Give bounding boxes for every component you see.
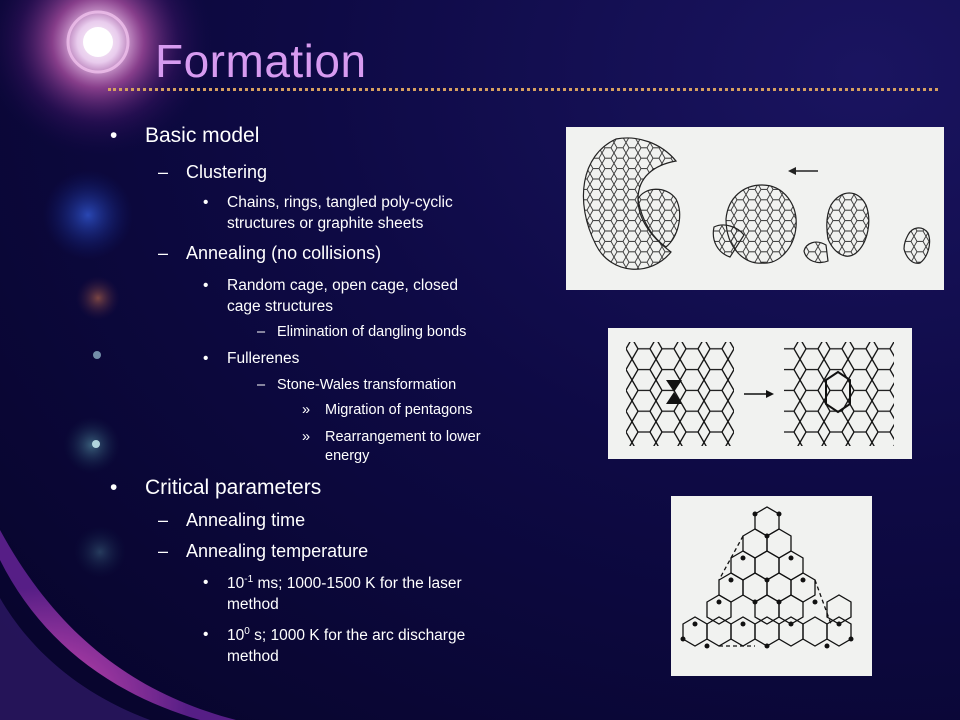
bullet-marker: •	[203, 350, 209, 367]
dash-marker: –	[158, 243, 169, 263]
outline-rearrangement-line2: energy	[325, 448, 370, 464]
outline-clustering: Clustering	[186, 162, 268, 182]
outline-chains-line1: Chains, rings, tangled poly-cyclic	[227, 194, 453, 211]
outline-migration: Migration of pentagons	[325, 402, 473, 418]
outline-random-cage-line1: Random cage, open cage, closed	[227, 277, 458, 294]
hexagon-network-transformation-icon	[626, 342, 894, 446]
outline-annealing-temperature: Annealing temperature	[186, 541, 369, 561]
dash-marker: –	[158, 541, 169, 561]
bullet-marker: •	[110, 124, 118, 147]
dash-marker: –	[257, 377, 266, 393]
slide-title: Formation	[155, 35, 367, 87]
outline-basic-model: Basic model	[145, 124, 260, 147]
fullerene-cage-sequence-icon	[582, 137, 931, 270]
outline-fullerenes: Fullerenes	[227, 350, 300, 367]
laser-rest: ms; 1000-1500 K for the laser	[253, 575, 462, 593]
bullet-marker: •	[203, 277, 209, 294]
outline-random-cage-line2: cage structures	[227, 298, 333, 315]
guillemet-marker: »	[302, 429, 311, 445]
bullet-marker: •	[203, 626, 209, 643]
dash-marker: –	[257, 324, 266, 340]
arc-exponent: 0	[244, 626, 250, 637]
outline-stone-wales: Stone-Wales transformation	[277, 377, 457, 393]
bullet-marker: •	[203, 194, 209, 211]
outline-rearrangement-line1: Rearrangement to lower	[325, 429, 481, 445]
outline-dangling-bonds: Elimination of dangling bonds	[277, 324, 467, 340]
laser-base: 10	[227, 575, 245, 593]
guillemet-marker: »	[302, 402, 311, 418]
dash-marker: –	[158, 510, 169, 530]
outline-annealing: Annealing (no collisions)	[186, 243, 382, 263]
outline-annealing-time: Annealing time	[186, 510, 306, 530]
outline-arc-line1: 100 s; 1000 K for the arc discharge	[227, 626, 465, 645]
arc-rest: s; 1000 K for the arc discharge	[249, 627, 466, 645]
outline-arc-line2: method	[227, 648, 279, 665]
dash-marker: –	[158, 162, 169, 182]
figure-stone-wales	[608, 328, 912, 459]
bullet-marker: •	[110, 476, 118, 499]
outline-laser-line2: method	[227, 596, 279, 613]
figure-graphite-fragment	[671, 496, 872, 676]
figure-cage-closing	[566, 127, 944, 290]
outline-laser-line1: 10-1 ms; 1000-1500 K for the laser	[227, 574, 462, 593]
outline-critical-parameters: Critical parameters	[145, 476, 322, 499]
outline-chains-line2: structures or graphite sheets	[227, 215, 424, 232]
hexagon-lattice-triangle-icon	[680, 506, 854, 649]
laser-exponent: -1	[244, 574, 254, 585]
title-divider	[108, 88, 938, 91]
arc-base: 10	[227, 627, 245, 645]
bullet-marker: •	[203, 574, 209, 591]
